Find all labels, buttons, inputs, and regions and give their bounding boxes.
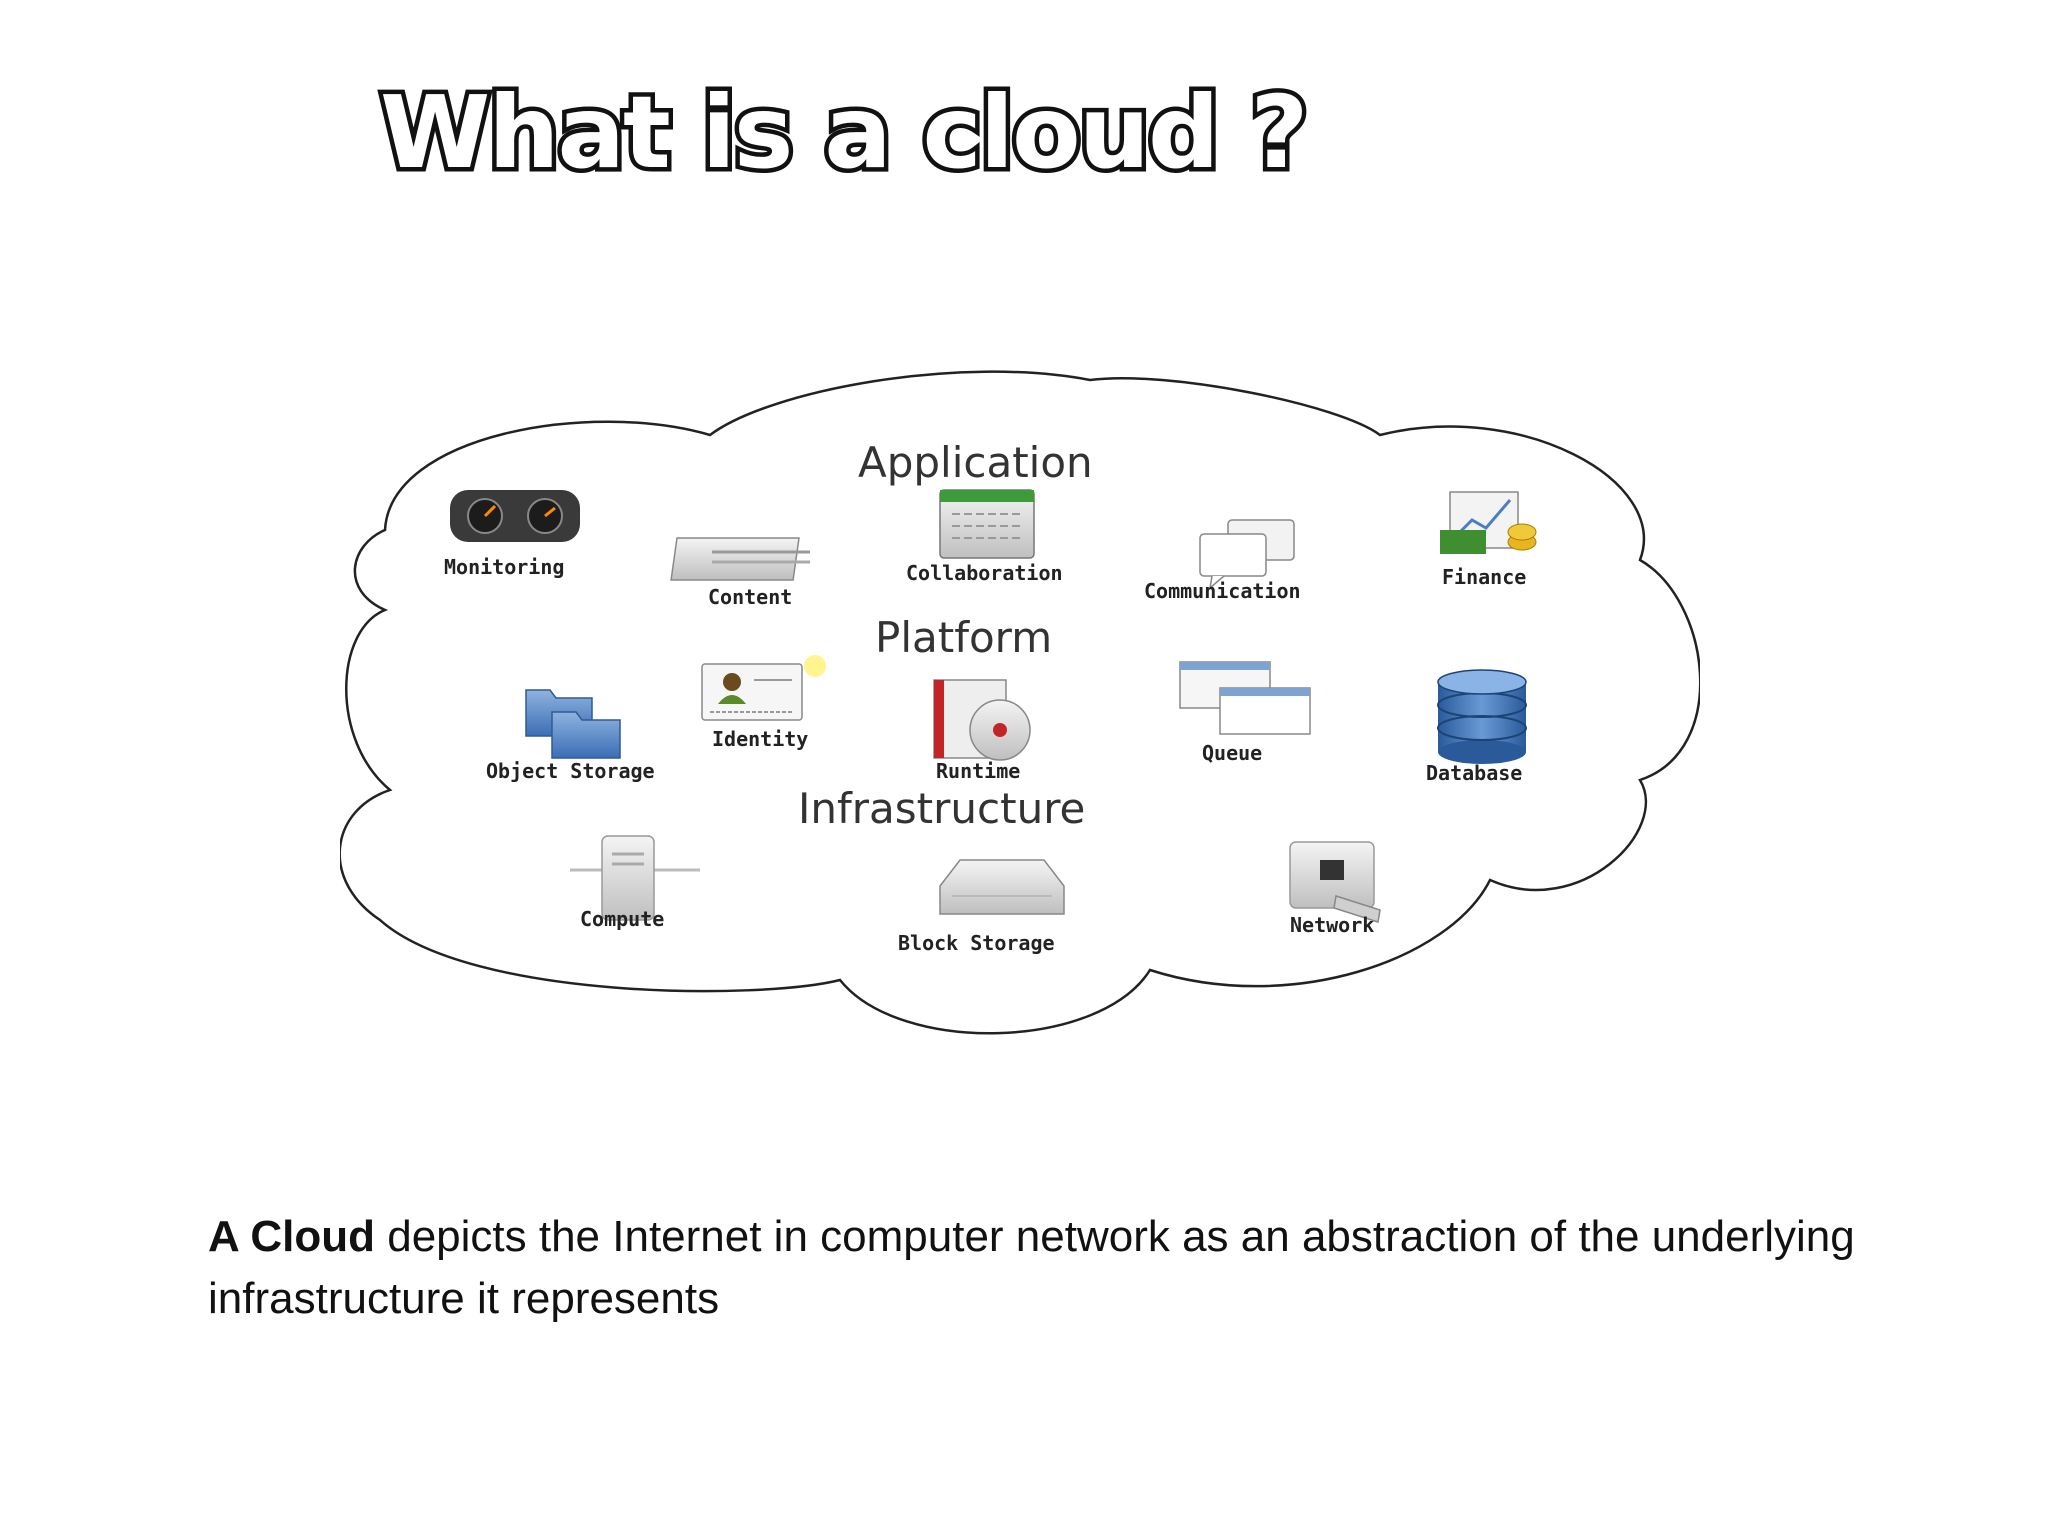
label-content: Content (708, 585, 792, 609)
id-card-icon (701, 655, 826, 721)
database-cylinder-icon (1437, 669, 1527, 764)
label-compute: Compute (580, 907, 664, 931)
stacked-windows-icon (1179, 661, 1311, 735)
slide-title: What is a cloud ? (375, 73, 1312, 192)
label-block-storage: Block Storage (898, 931, 1055, 955)
label-network: Network (1290, 913, 1374, 937)
label-queue: Queue (1202, 741, 1262, 765)
cloud-diagram: Application Platform Infrastructure Moni… (340, 360, 1700, 1040)
finance-chart-coins-icon (1440, 491, 1537, 554)
folders-icon (525, 689, 621, 759)
speech-bubbles-icon (1199, 519, 1295, 590)
label-communication: Communication (1144, 579, 1301, 603)
hard-drive-icon (939, 859, 1065, 915)
label-object-storage: Object Storage (486, 759, 655, 783)
layer-platform: Platform (875, 613, 1052, 662)
label-monitoring: Monitoring (444, 555, 564, 579)
caption-text: depicts the Internet in computer network… (208, 1212, 1855, 1323)
layer-infrastructure: Infrastructure (798, 784, 1085, 833)
label-runtime: Runtime (936, 759, 1020, 783)
software-box-cd-icon (933, 679, 1031, 761)
caption-bold: A Cloud (208, 1212, 375, 1261)
monitoring-icon (450, 490, 580, 542)
label-database: Database (1426, 761, 1522, 785)
newspaper-icon (670, 537, 810, 581)
layer-application: Application (858, 438, 1093, 487)
ethernet-port-icon (1289, 841, 1381, 923)
label-identity: Identity (712, 727, 808, 751)
calendar-icon (939, 489, 1035, 559)
label-finance: Finance (1442, 565, 1526, 589)
server-tower-icon (570, 835, 700, 921)
label-collaboration: Collaboration (906, 561, 1063, 585)
caption: A Cloud depicts the Internet in computer… (208, 1206, 1868, 1330)
